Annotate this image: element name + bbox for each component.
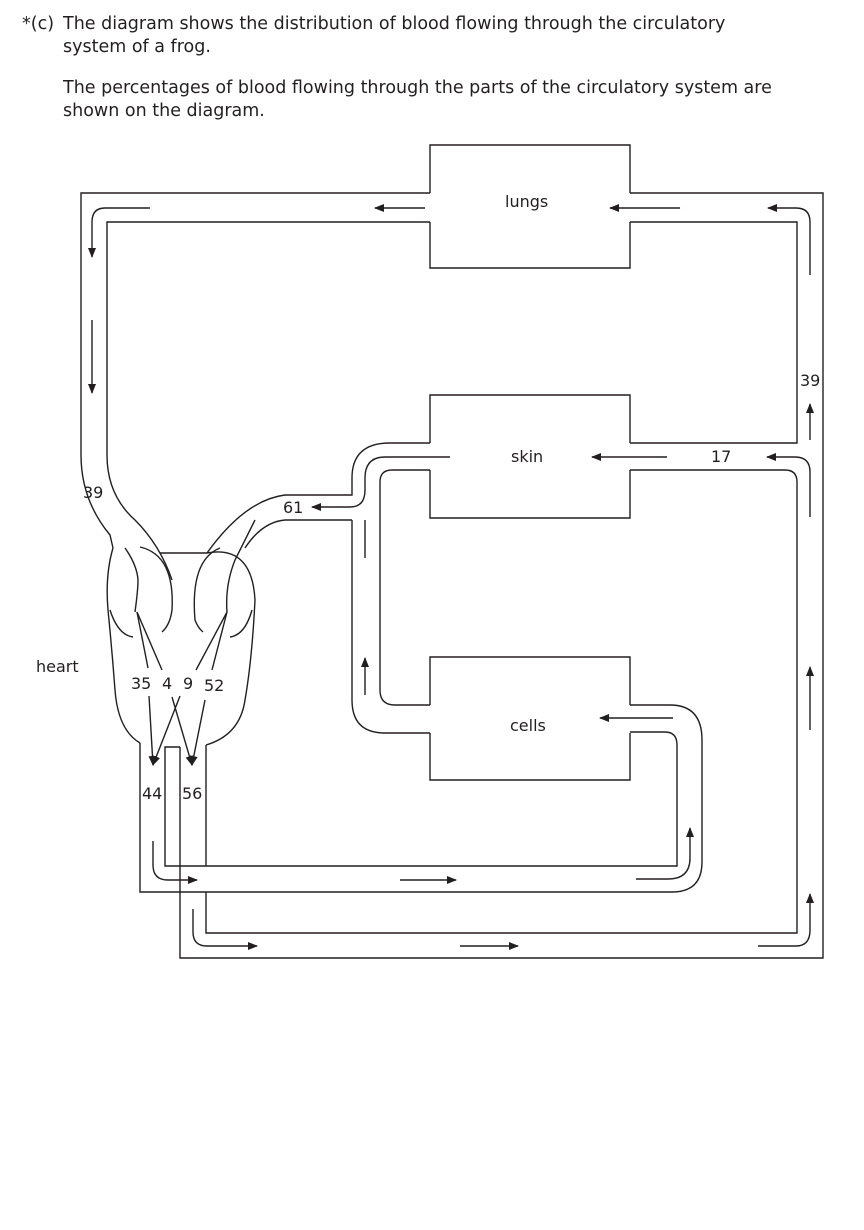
- cells-label: cells: [510, 716, 546, 735]
- arrow-right-icon: [192, 909, 258, 950]
- heart-label: heart: [36, 657, 79, 676]
- arrow-up-icon: [636, 827, 694, 880]
- question-line-1: The diagram shows the distribution of bl…: [63, 14, 726, 34]
- arrow-right-icon: [152, 841, 198, 884]
- question-line-3: The percentages of blood flowing through…: [63, 78, 772, 98]
- flow-arrows: [88, 204, 814, 950]
- value-outflow-56: 56: [182, 784, 202, 803]
- arrow-up-icon: [758, 893, 814, 947]
- skin-organ: [429, 394, 631, 519]
- value-right-pulmonary: 39: [800, 371, 820, 390]
- value-left-vein: 39: [83, 483, 103, 502]
- skin-label: skin: [511, 447, 543, 466]
- arrow-down-icon: [88, 207, 150, 258]
- value-atrium-35: 35: [131, 674, 151, 693]
- systemic-vessels: [205, 442, 798, 934]
- question-line-4: shown on the diagram.: [63, 101, 265, 121]
- value-systemic-return: 61: [283, 498, 303, 517]
- value-atrium-52: 52: [204, 676, 224, 695]
- pulmonary-vessels: [80, 192, 824, 959]
- cells-organ: [429, 656, 631, 781]
- cells-loop-vessels: [139, 704, 703, 893]
- lungs-organ: [429, 144, 631, 269]
- value-atrium-9: 9: [183, 674, 193, 693]
- arrow-left-icon: [311, 456, 450, 511]
- arrow-left-icon: [766, 453, 811, 517]
- lungs-label: lungs: [505, 192, 548, 211]
- question-line-2: system of a frog.: [63, 37, 211, 57]
- value-atrium-4: 4: [162, 674, 172, 693]
- question-marker: *(c): [22, 14, 55, 34]
- heart: [106, 519, 256, 766]
- value-skin: 17: [711, 447, 731, 466]
- arrow-left-icon: [767, 204, 811, 275]
- value-outflow-44: 44: [142, 784, 162, 803]
